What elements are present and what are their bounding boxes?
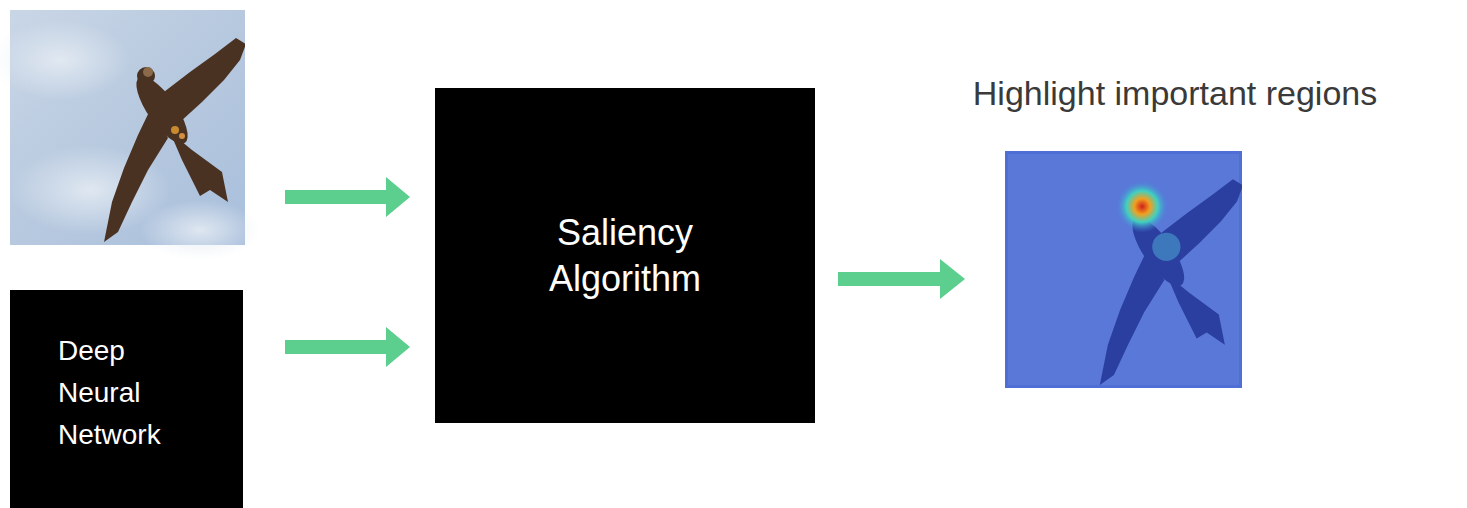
output-caption: Highlight important regions	[973, 74, 1377, 113]
input-arrow	[285, 177, 410, 217]
output-arrow	[838, 259, 965, 299]
flow-arrow	[285, 327, 410, 367]
saliency-map	[1005, 151, 1243, 388]
input-photo	[0, 10, 260, 260]
node-text: Saliency Algorithm	[525, 210, 725, 302]
node-text: Deep Neural Network	[58, 330, 183, 456]
algorithm-box: Saliency Algorithm	[435, 88, 815, 423]
network-box: Deep Neural Network	[10, 290, 243, 508]
